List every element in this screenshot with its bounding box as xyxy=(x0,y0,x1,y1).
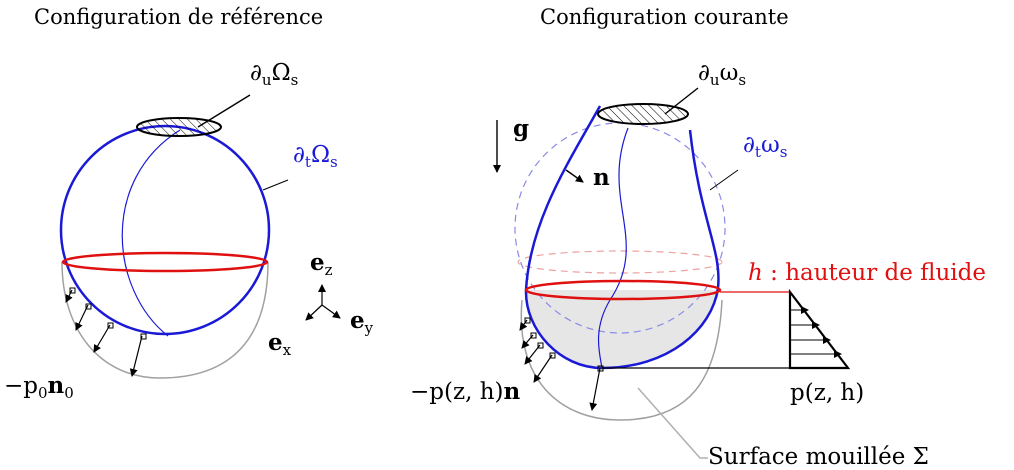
fluid-height-label: h : hauteur de fluide xyxy=(748,260,986,286)
current-right-angle xyxy=(549,352,556,359)
current-configuration: ∂uωs ∂tωs g n h : hauteur de fluide p(z,… xyxy=(410,60,986,470)
right-title: Configuration courante xyxy=(540,5,789,29)
reference-clamp-leader xyxy=(197,94,251,128)
reference-configuration: ∂uΩs ∂tΩs ez ey ex −p0n0 xyxy=(4,60,374,402)
left-title: Configuration de référence xyxy=(34,5,323,29)
current-right-angle xyxy=(524,317,531,324)
pressure-label: p(z, h) xyxy=(790,380,864,406)
current-dt-leader xyxy=(709,169,739,191)
reference-pressure-arrow xyxy=(129,335,143,377)
reference-pressure-arrow xyxy=(93,324,111,353)
ez-label: ez xyxy=(310,249,333,279)
reference-meridian xyxy=(121,129,181,337)
current-pressure-arrow xyxy=(519,319,528,331)
wetted-region xyxy=(525,290,720,368)
reference-sphere xyxy=(59,124,271,336)
current-right-angle xyxy=(537,342,544,349)
reference-clamp-hatch xyxy=(136,117,222,137)
reference-dt-leader xyxy=(262,179,289,191)
fluid-level xyxy=(524,279,722,301)
reference-ghost-level xyxy=(517,250,723,274)
current-pressure-arrow xyxy=(589,367,601,411)
gravity-label: g xyxy=(513,115,529,142)
current-clamp-hatch xyxy=(597,103,689,125)
axis-ex xyxy=(305,304,323,321)
reference-du-label: ∂uΩs xyxy=(250,60,298,89)
reference-load-envelope xyxy=(61,261,269,379)
current-right-angle xyxy=(530,332,537,339)
surface-leader xyxy=(637,387,708,459)
current-du-label: ∂uωs xyxy=(698,60,746,89)
pressure-triangle xyxy=(788,288,851,370)
current-load-label: −p(z, h)n xyxy=(410,378,521,405)
reference-dt-label: ∂tΩs xyxy=(293,142,338,171)
current-dt-label: ∂tωs xyxy=(743,132,787,161)
axis-ey xyxy=(321,304,341,319)
reference-pressure-arrow xyxy=(65,289,73,303)
ey-label: ey xyxy=(350,307,374,337)
wetted-surface-label: Surface mouillée Σ xyxy=(708,444,929,470)
current-pressure-arrow xyxy=(533,354,553,383)
reference-load-label: −p0n0 xyxy=(4,372,74,402)
ex-label: ex xyxy=(268,329,292,359)
normal-arrow xyxy=(565,169,584,183)
reference-right-angle xyxy=(85,303,92,310)
reference-right-angle xyxy=(107,322,114,329)
reference-right-angle xyxy=(140,333,147,340)
normal-label: n xyxy=(593,164,610,191)
reference-fluid-level xyxy=(61,251,269,273)
current-clamp-leader xyxy=(664,87,699,115)
current-meridian xyxy=(597,127,629,369)
reference-right-angle xyxy=(69,287,76,294)
